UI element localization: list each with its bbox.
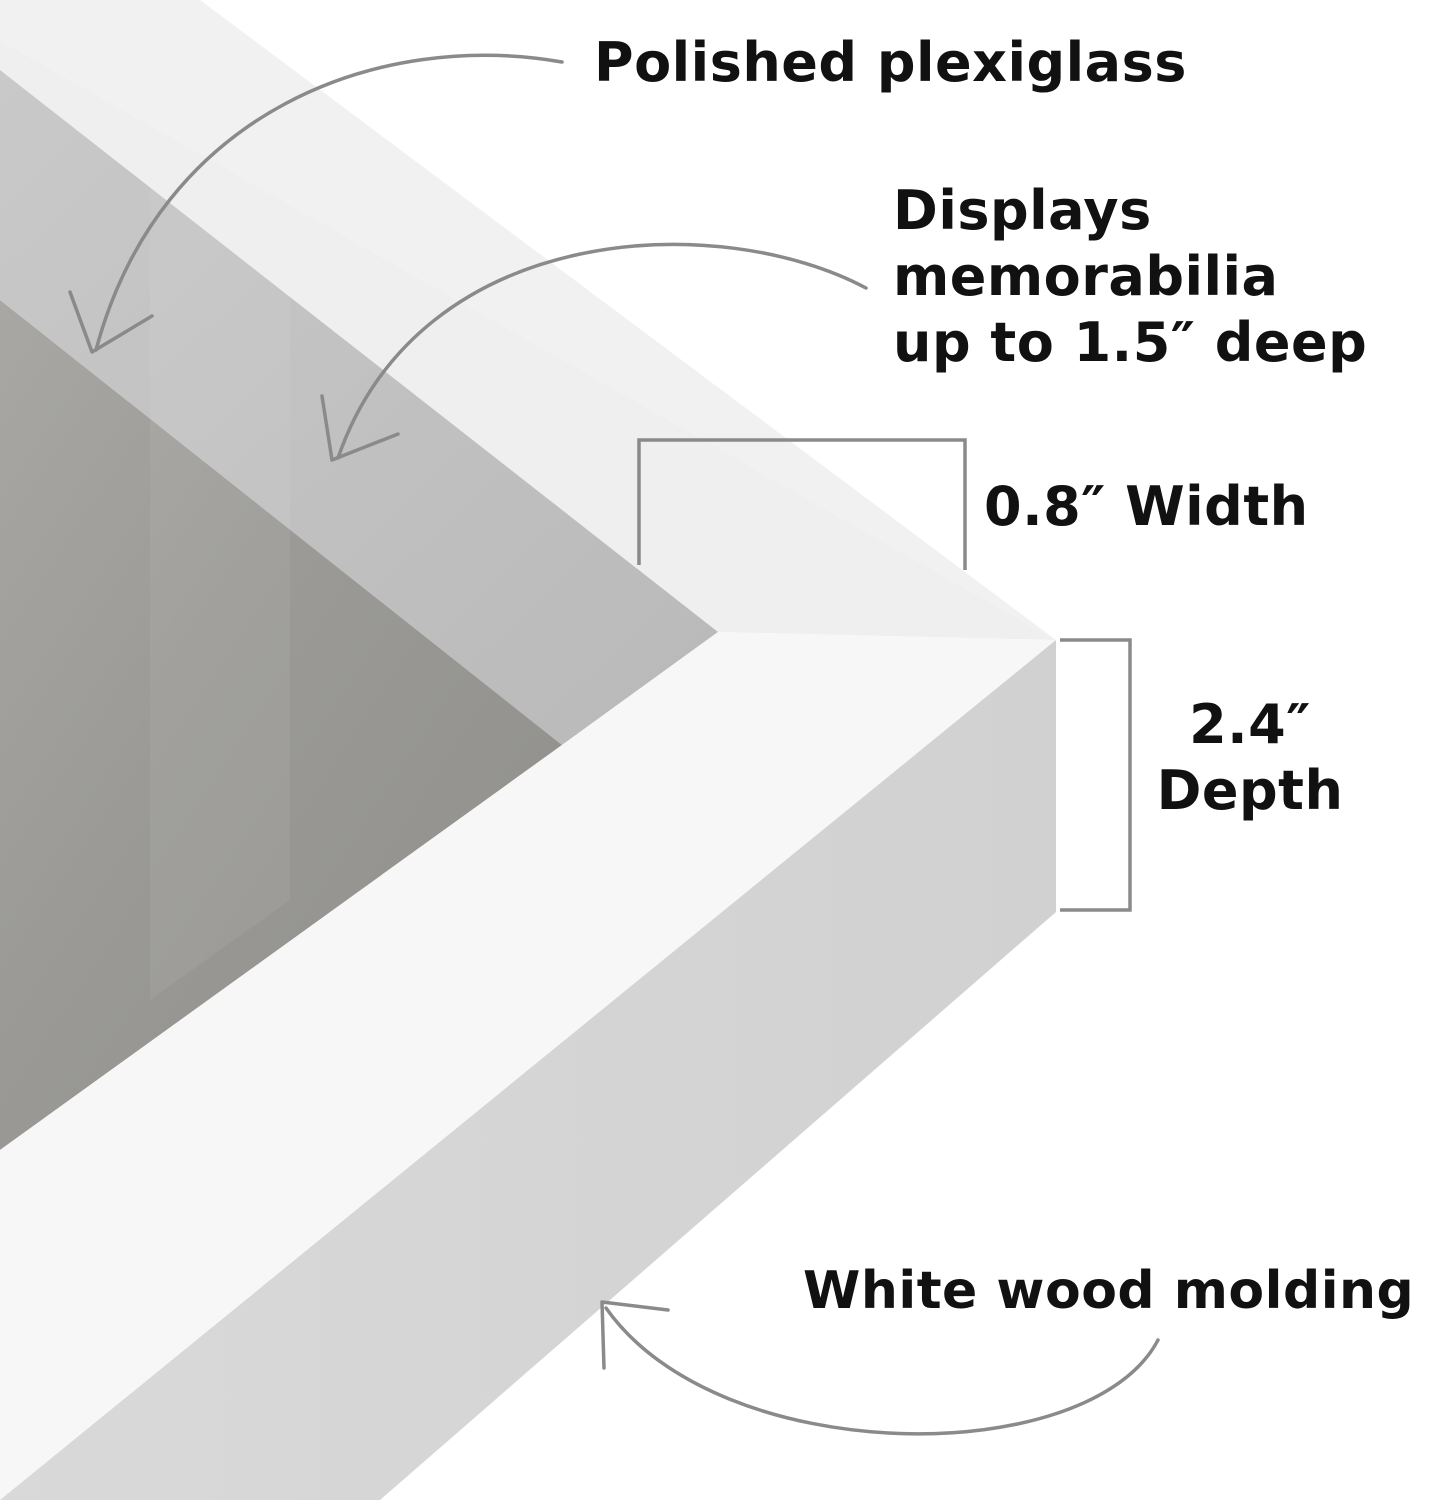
label-line: Depth [1156, 759, 1344, 822]
frame-front-face [0, 632, 1056, 1500]
curved-arrow-icon [320, 242, 868, 462]
plexiglass-reflection [150, 0, 290, 1000]
label-line: up to 1.5″ deep [893, 311, 1368, 374]
dimension-bracket [1060, 638, 1132, 912]
label-memorabilia-depth: Displays memorabilia up to 1.5″ deep [893, 178, 1367, 376]
label-white-wood-molding: White wood molding [803, 1258, 1414, 1324]
label-width: 0.8″ Width [984, 474, 1309, 540]
curved-arrow-icon [68, 53, 564, 354]
curved-arrow-icon [600, 1300, 1160, 1436]
label-text: White wood molding [803, 1261, 1415, 1321]
frame-outer-top [0, 40, 1056, 640]
label-text: 0.8″ Width [984, 475, 1309, 538]
label-line: Displays [893, 179, 1152, 242]
frame-outer-bevel [0, 0, 1056, 640]
label-line: 2.4″ [1189, 693, 1311, 756]
label-line: memorabilia [893, 245, 1279, 308]
frame-outer-side [0, 640, 1056, 1500]
backing-paper [0, 300, 562, 1150]
dimension-bracket [637, 438, 967, 570]
label-polished-plexiglass: Polished plexiglass [594, 30, 1187, 96]
label-depth: 2.4″ Depth [1100, 692, 1400, 824]
label-text: Polished plexiglass [594, 31, 1187, 94]
